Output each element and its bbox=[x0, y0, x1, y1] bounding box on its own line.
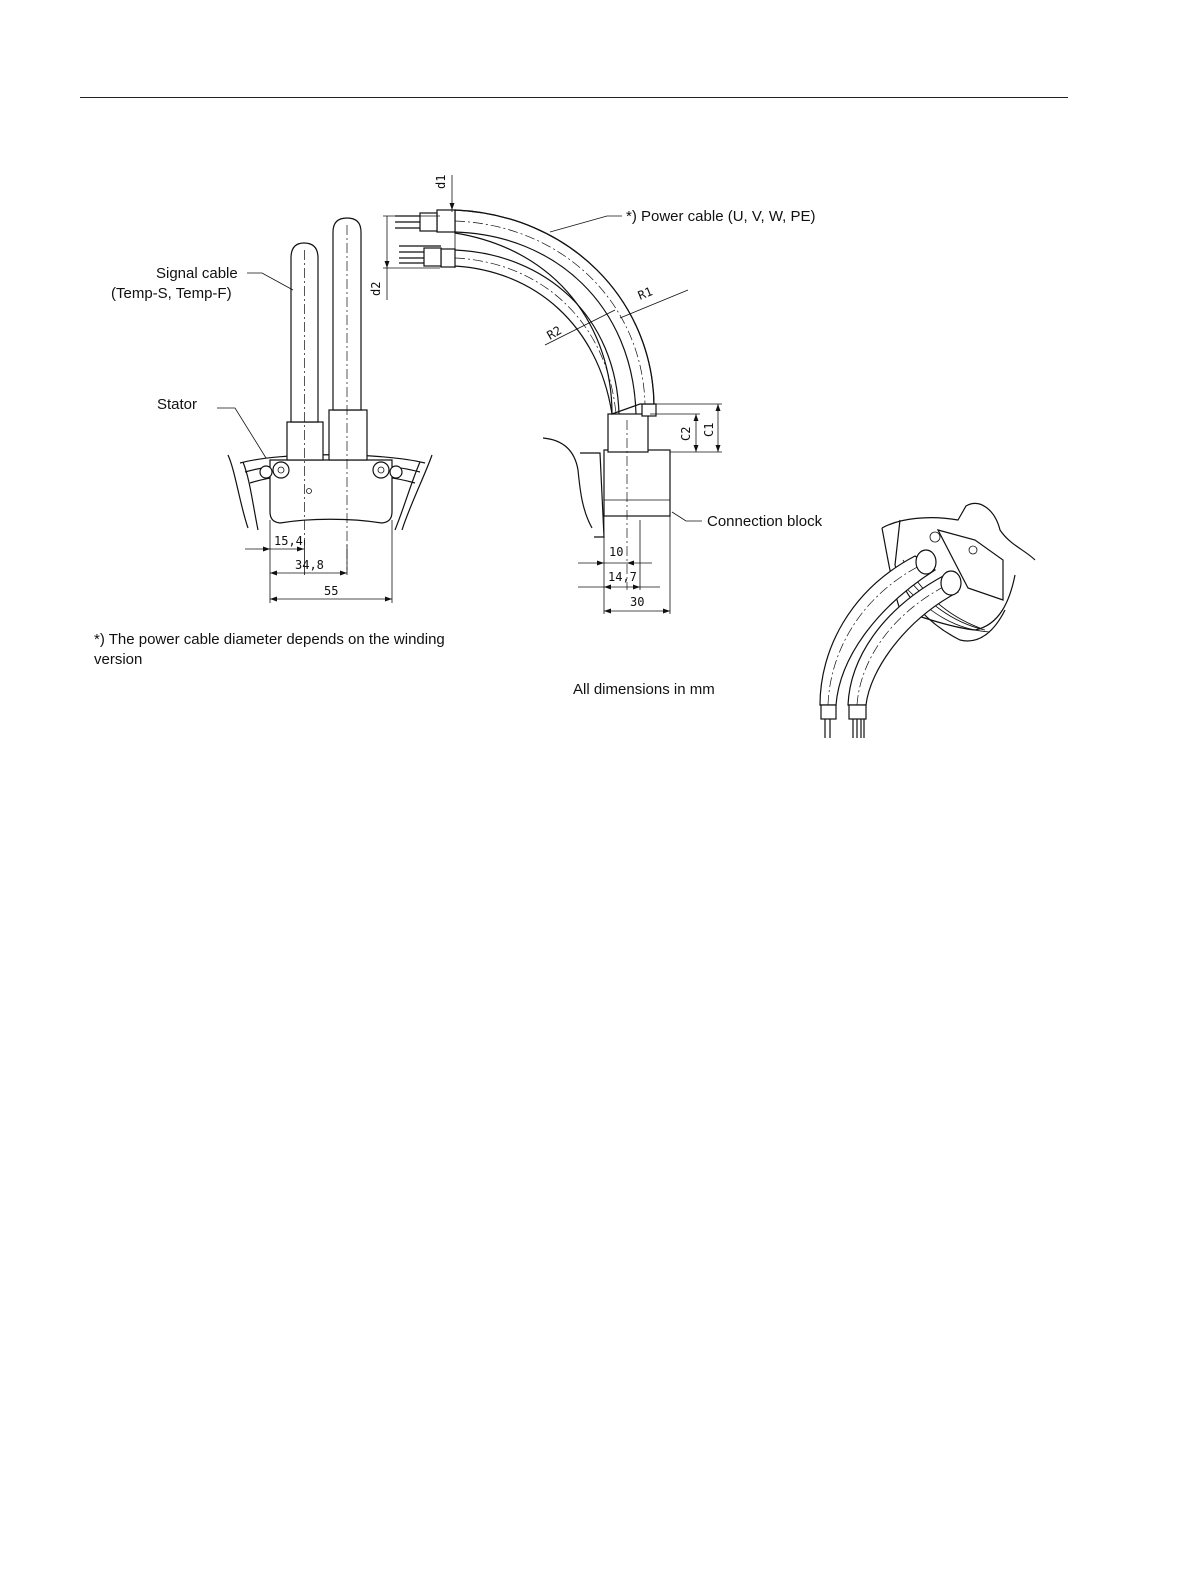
dim-r1: R1 bbox=[636, 284, 655, 302]
dim-10: 10 bbox=[609, 545, 623, 559]
signal-cable-label: Signal cable bbox=[156, 265, 238, 282]
connection-block-label: Connection block bbox=[707, 513, 823, 530]
stator-label: Stator bbox=[157, 396, 197, 413]
dim-r2: R2 bbox=[545, 323, 565, 342]
side-view: d1 d2 R1 R2 C1 C2 10 14,7 30 bbox=[369, 175, 722, 614]
dim-14-7: 14,7 bbox=[608, 570, 637, 584]
power-cable-label: *) Power cable (U, V, W, PE) bbox=[626, 208, 816, 225]
dim-15-4: 15,4 bbox=[274, 534, 303, 548]
perspective-view bbox=[820, 503, 1035, 738]
front-view: 15,4 34,8 55 bbox=[217, 218, 432, 603]
dim-d2: d2 bbox=[369, 282, 383, 296]
dim-30: 30 bbox=[630, 595, 644, 609]
signal-cable-sublabel: (Temp-S, Temp-F) bbox=[111, 285, 232, 302]
footnote: *) The power cable diameter depends on t… bbox=[94, 630, 479, 670]
dim-c1: C1 bbox=[702, 423, 716, 437]
dim-c2: C2 bbox=[679, 427, 693, 441]
dim-d1: d1 bbox=[434, 175, 448, 189]
all-dimensions-note: All dimensions in mm bbox=[573, 680, 715, 700]
dim-34-8: 34,8 bbox=[295, 558, 324, 572]
dim-55: 55 bbox=[324, 584, 338, 598]
